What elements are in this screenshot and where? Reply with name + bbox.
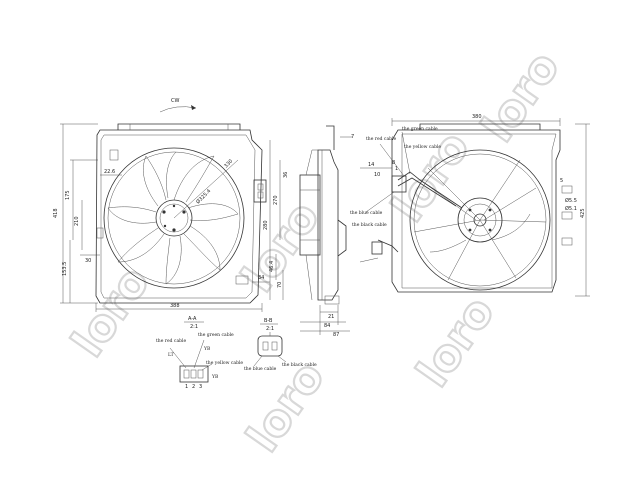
label-red-cable: the red cable: [366, 136, 396, 142]
dim-87: 87: [333, 332, 339, 338]
dim-width-overall: 388: [170, 303, 180, 309]
side-profile: [317, 149, 339, 301]
cable-harness: [397, 171, 463, 209]
fan-blades: [107, 151, 239, 285]
watermark-4: loro: [382, 122, 480, 231]
dim-rear-height: 425: [580, 208, 586, 218]
connector-detail-b: B-B 2:1 the blue cable the black cable: [244, 318, 317, 372]
rear-view-right: 380 425 14 10 8 1 5 Ø5.5 Ø5.1 the red ca…: [350, 114, 590, 297]
dim-325-4: Ø325.4: [194, 188, 212, 206]
dim-10: 10: [374, 172, 380, 178]
connector-a-pin-2: 2: [192, 384, 195, 390]
connector-a-green-code: YB: [203, 346, 211, 352]
dim-175: 175: [65, 190, 71, 200]
hub: [155, 199, 193, 237]
motor-side: [299, 174, 321, 256]
motor-connector: [253, 179, 267, 203]
dim-270: 270: [273, 195, 279, 205]
dim-210: 210: [74, 216, 80, 226]
connector-a-scale: 2:1: [190, 324, 198, 330]
label-black-cable: the black cable: [352, 222, 387, 228]
top-bracket: [117, 123, 241, 130]
connector-b-view: B-B: [264, 318, 273, 324]
dim-5-5: Ø5.5: [565, 197, 577, 204]
rotation-label: CW: [171, 98, 179, 104]
motor-housing: [457, 197, 503, 243]
connector-a-view: A-A: [188, 316, 197, 322]
rear-connector: [391, 175, 407, 193]
dim-46-4: 46.4: [269, 261, 275, 272]
connector-a-green: the green cable: [198, 332, 234, 338]
dim-30: 30: [85, 258, 91, 264]
dim-rear-width: 380: [472, 114, 482, 120]
dim-5: 5: [560, 178, 563, 184]
connector-a-pin-1: 1: [185, 384, 188, 390]
connector-a-yellow-code: YB: [211, 374, 219, 380]
fan-ring: [103, 147, 245, 289]
dim-14: 14: [368, 162, 374, 168]
connector-a-red: the red cable: [156, 338, 186, 344]
connector-a-yellow: the yellow cable: [206, 360, 243, 366]
dim-280: 280: [263, 220, 269, 230]
dim-8: 8: [392, 160, 395, 166]
dim-height-overall: 418: [53, 208, 59, 218]
dim-7: 7: [351, 134, 354, 140]
connector-b-blue: the blue cable: [244, 366, 277, 372]
dim-21: 21: [328, 314, 334, 320]
dim-70: 70: [277, 282, 283, 288]
connector-detail-a: A-A 2:1 1 2 3 the red cable LT the green…: [156, 316, 243, 390]
label-green-cable: the green cable: [402, 126, 438, 132]
shroud-outline: [95, 129, 263, 304]
label-yellow-cable: the yellow cable: [404, 144, 441, 150]
dim-1: 1: [395, 166, 398, 172]
dim-5-1: Ø5.1: [565, 205, 577, 212]
watermark-1: loro: [62, 257, 160, 366]
connector-a-pin-3: 3: [199, 384, 202, 390]
rear-shroud: [391, 129, 561, 293]
dim-153-5: 153.5: [62, 262, 68, 276]
connector-a-red-code: LT: [168, 352, 174, 358]
dim-36: 36: [283, 172, 289, 178]
connector-b-body: [257, 335, 283, 357]
connector-a-body: [179, 365, 209, 383]
dim-34: 34: [258, 275, 264, 281]
dim-22-6: 22.6: [104, 169, 115, 175]
connector-b-black: the black cable: [282, 362, 317, 368]
side-view: 7 21 84 87: [299, 125, 354, 338]
label-blue-cable: the blue cable: [350, 210, 383, 216]
rear-ring: [409, 149, 551, 291]
shroud-inner: [100, 134, 256, 299]
watermark-6: loro: [472, 42, 570, 151]
watermark-5: loro: [407, 287, 505, 396]
dim-fan-dia: 330: [223, 158, 234, 169]
dim-84: 84: [324, 323, 330, 329]
connector-b-scale: 2:1: [266, 326, 274, 332]
watermarks: loro loro loro loro loro loro: [61, 41, 571, 462]
